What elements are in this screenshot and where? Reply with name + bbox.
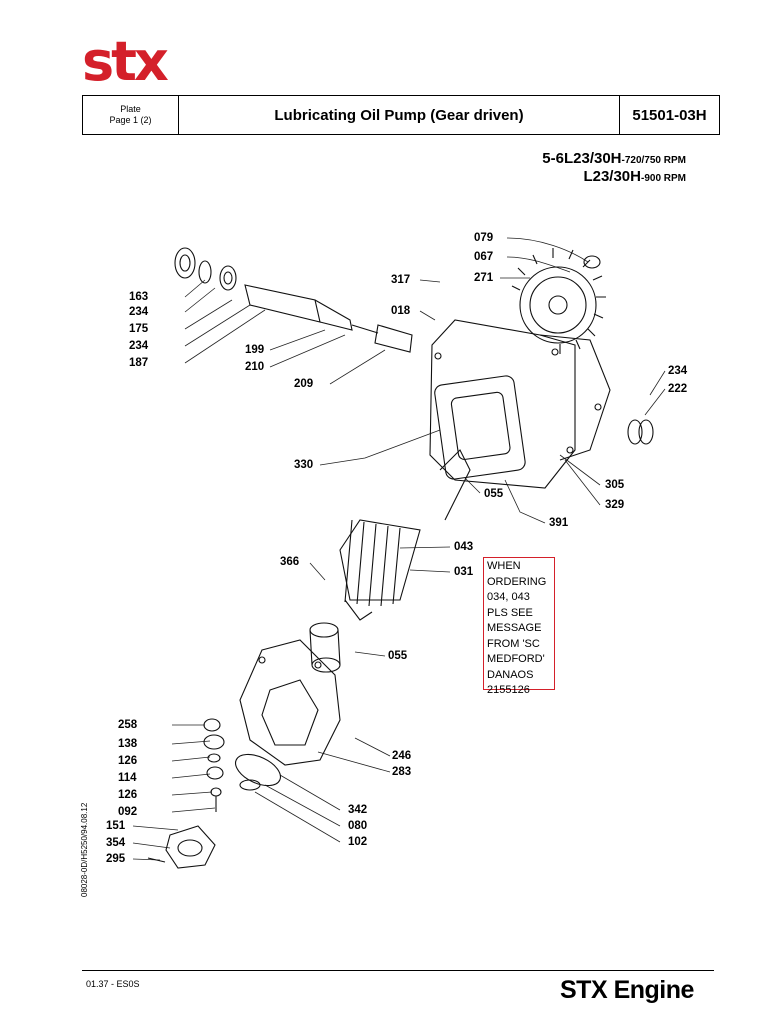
part-label-043: 043 — [454, 541, 474, 553]
document-title: Lubricating Oil Pump (Gear driven) — [179, 96, 620, 134]
drive-gear — [511, 248, 606, 354]
part-label-342: 342 — [348, 804, 368, 816]
part-label-234: 234 — [129, 340, 149, 352]
part-label-175: 175 — [129, 323, 149, 335]
right-washer — [627, 419, 654, 445]
footer-divider — [82, 970, 714, 971]
plate-cell: Plate Page 1 (2) — [83, 96, 179, 134]
part-label-234: 234 — [668, 365, 688, 377]
plate-number: 51501-03H — [632, 106, 707, 124]
model-line-1: 5-6L23/30H-720/750 RPM — [542, 150, 686, 167]
part-label-329: 329 — [605, 499, 625, 511]
part-label-283: 283 — [392, 766, 412, 778]
footer-brand: STX Engine — [560, 976, 694, 1004]
part-label-366: 366 — [280, 556, 300, 568]
part-label-210: 210 — [245, 361, 265, 373]
page-label: Page 1 (2) — [109, 115, 152, 125]
part-label-187: 187 — [129, 357, 149, 369]
part-label-102: 102 — [348, 836, 368, 848]
part-label-138: 138 — [118, 738, 138, 750]
part-label-151: 151 — [106, 820, 126, 832]
part-label-222: 222 — [668, 383, 688, 395]
part-label-305: 305 — [605, 479, 625, 491]
part-label-067: 067 — [474, 251, 494, 263]
part-label-271: 271 — [474, 272, 494, 284]
cover-housing — [239, 639, 341, 766]
model-line-2: L23/30H-900 RPM — [583, 168, 686, 185]
part-label-258: 258 — [118, 719, 138, 731]
part-label-018: 018 — [391, 305, 411, 317]
part-label-080: 080 — [348, 820, 368, 832]
header-box: Plate Page 1 (2) Lubricating Oil Pump (G… — [82, 95, 720, 135]
logo-text: stx — [82, 38, 169, 86]
bushing — [309, 622, 341, 673]
part-label-114: 114 — [118, 772, 137, 784]
model-name-1: 5-6L23/30H — [542, 150, 622, 167]
part-label-354: 354 — [106, 837, 126, 849]
part-label-031: 031 — [454, 566, 474, 578]
small-parts — [147, 718, 225, 869]
part-label-330: 330 — [294, 459, 314, 471]
part-label-199: 199 — [245, 344, 265, 356]
part-label-126: 126 — [118, 789, 138, 801]
part-label-126: 126 — [118, 755, 138, 767]
part-label-246: 246 — [392, 750, 412, 762]
part-label-209: 209 — [294, 378, 314, 390]
part-label-317: 317 — [391, 274, 411, 286]
side-document-code: 08028-0D/H5250/94.08.12 — [80, 802, 89, 897]
model-name-2: L23/30H — [583, 168, 641, 185]
part-label-234: 234 — [129, 306, 149, 318]
ordering-note: WHEN ORDERING 034, 043 PLS SEE MESSAGE F… — [483, 557, 555, 696]
gasket — [235, 753, 281, 791]
part-label-055: 055 — [388, 650, 408, 662]
model-rpm-1: -720/750 RPM — [621, 155, 686, 166]
stx-logo: stx — [82, 38, 172, 86]
seal-rings — [174, 247, 237, 291]
part-label-295: 295 — [106, 853, 126, 865]
gear-rotor — [339, 449, 471, 621]
footer-code: 01.37 - ES0S — [86, 979, 140, 989]
part-label-092: 092 — [118, 806, 138, 818]
part-label-079: 079 — [474, 232, 494, 244]
model-rpm-2: -900 RPM — [640, 173, 686, 184]
part-label-163: 163 — [129, 291, 149, 303]
drive-shaft — [244, 284, 413, 353]
pump-housing — [429, 319, 611, 489]
part-label-391: 391 — [549, 517, 569, 529]
part-label-055: 055 — [484, 488, 504, 500]
plate-label: Plate — [120, 104, 141, 114]
